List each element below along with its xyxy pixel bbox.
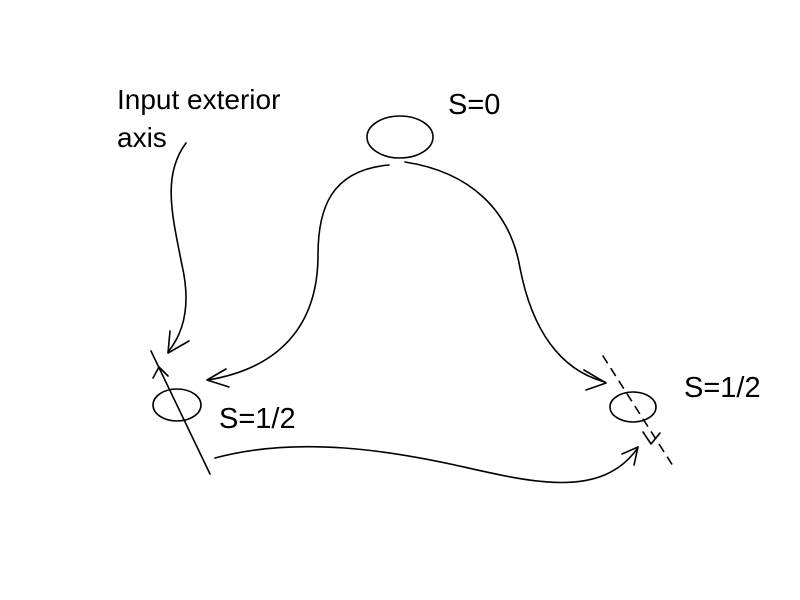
- left-exterior-axis-line: [150, 350, 211, 475]
- left-to-right-arrowhead: [621, 446, 639, 466]
- left-to-right-arrow: [214, 445, 638, 484]
- left-state-label: S=1/2: [219, 403, 296, 435]
- right-axis-dashed-line: [602, 355, 674, 467]
- axis-note-line1: Input exterior: [117, 84, 280, 115]
- top-to-right-arrow: [404, 161, 606, 383]
- top-state-label: S=0: [448, 89, 500, 121]
- top-to-right-arrowhead: [583, 369, 607, 391]
- top-state-ellipse: [366, 115, 434, 159]
- axis-note-pointer-arrowhead: [167, 330, 190, 354]
- top-to-left-arrowhead: [206, 368, 230, 388]
- right-state-label: S=1/2: [684, 372, 761, 404]
- axis-note-line2: axis: [117, 122, 167, 153]
- top-to-left-arrow: [207, 164, 390, 381]
- left-state-ellipse: [152, 388, 202, 422]
- left-exterior-axis-arrowhead: [152, 366, 169, 379]
- right-state-ellipse: [609, 391, 657, 423]
- axis-note-pointer: [167, 142, 187, 353]
- right-axis-arrowhead: [642, 431, 661, 445]
